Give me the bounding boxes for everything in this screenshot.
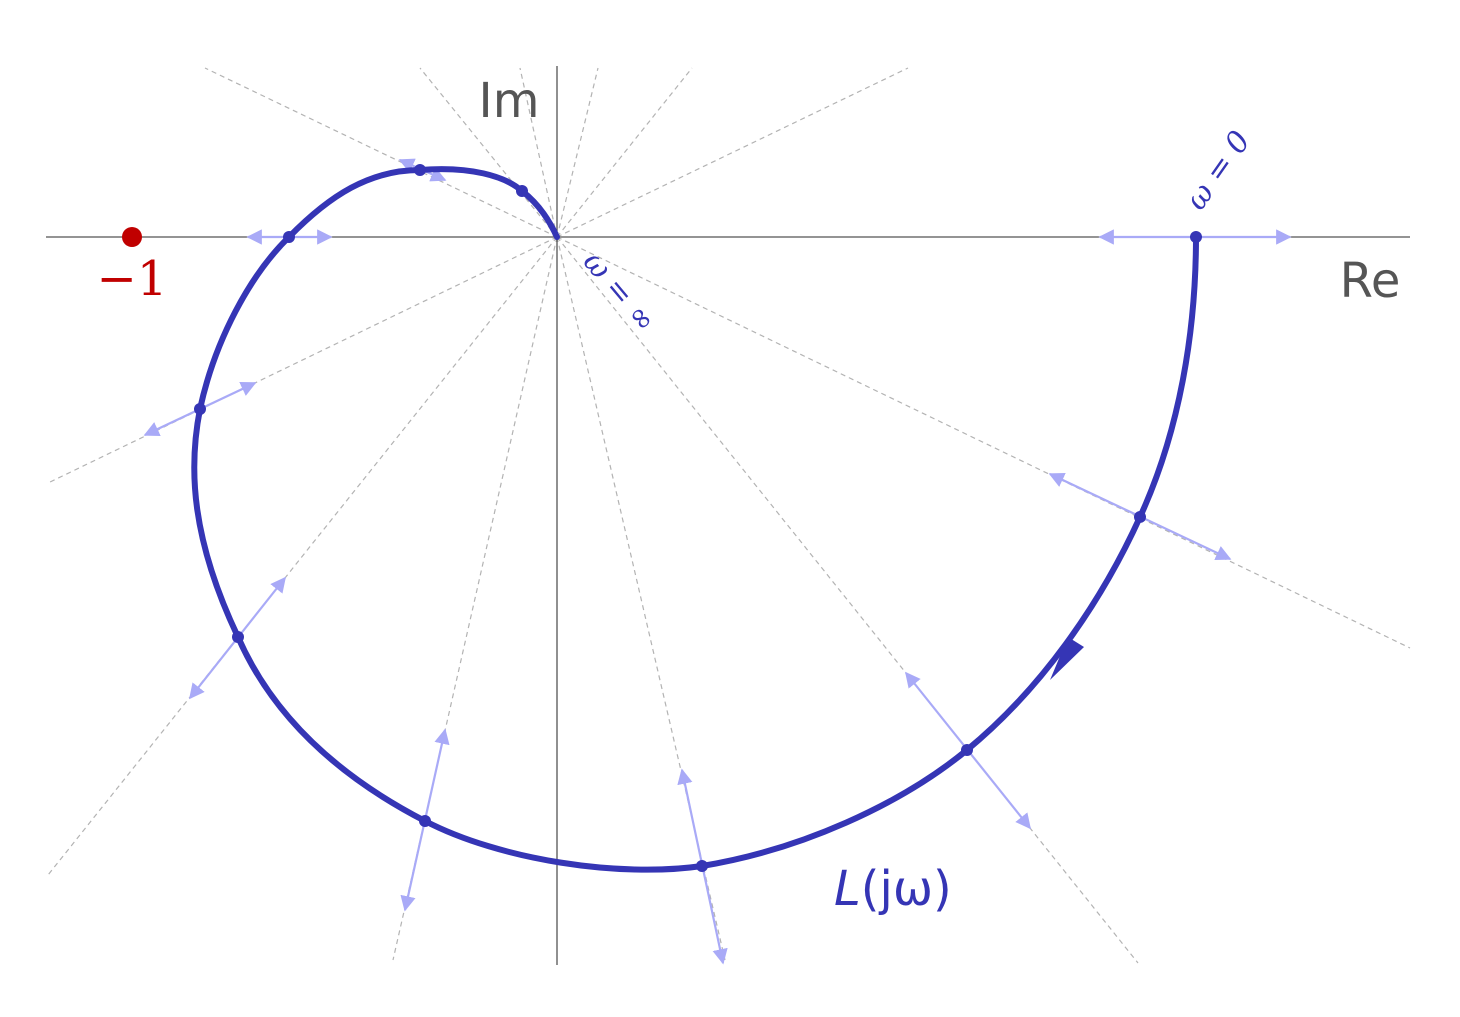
curve-label-argument: (jω) [861,861,952,917]
radial-guide-line [392,236,558,961]
curve-label-function: L [834,861,861,917]
radial-guide-line [204,67,558,238]
curve-sample-point [1190,231,1202,243]
curve-sample-point [1134,511,1146,523]
omega-zero-label: ω = 0 [1179,125,1258,217]
radial-guide-line [556,236,1411,649]
real-axis-label: Re [1340,253,1401,309]
radial-guide-line [556,67,599,238]
radial-guide-line [556,236,726,961]
curve-sample-point [232,631,244,643]
radial-guide-line [47,236,558,876]
curve-sample-point [283,231,295,243]
radial-guide-lines [47,67,1411,964]
radial-guide-line [556,67,909,238]
radial-guide-line [47,236,558,484]
curve-sample-point [194,403,206,415]
curve-sample-point [961,744,973,756]
critical-point-marker [122,227,142,247]
curve-sample-point [516,185,528,197]
curve-label: L(jω) [834,861,952,917]
critical-point-label: −1 [97,251,168,307]
curve-sample-point [419,815,431,827]
radial-guide-line [556,67,693,238]
nyquist-curve [191,166,1199,873]
radial-guide-line [519,67,558,238]
radial-guide-line [556,236,1139,964]
curve-sample-point [414,164,426,176]
curve-sample-point [696,860,708,872]
curve-sample-points [194,164,1202,872]
curve-direction-arrowhead [1050,637,1084,680]
omega-infinity-label: ω = ∞ [576,245,663,339]
radial-guide-line [419,67,558,238]
imag-axis-label: Im [479,73,540,129]
